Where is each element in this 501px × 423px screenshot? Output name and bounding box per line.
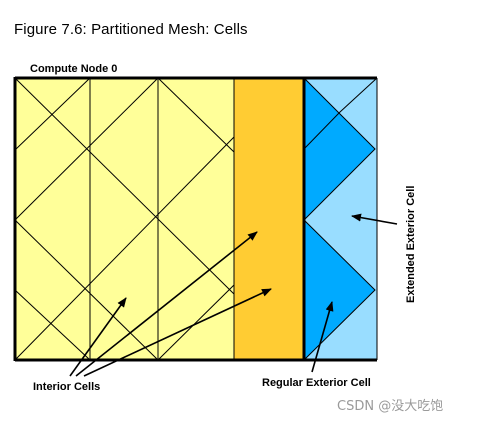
- regular-exterior-cell-label: Regular Exterior Cell: [262, 377, 371, 389]
- extended-exterior-arrow: [351, 213, 398, 225]
- extended-exterior-cell-dark-lower: [304, 220, 375, 360]
- extended-exterior-cell-label: Extended Exterior Cell: [405, 186, 417, 303]
- interior-cells-label: Interior Cells: [33, 381, 100, 393]
- mesh-lines: [14, 77, 378, 361]
- interior-arrows: [69, 231, 272, 377]
- interior-arrow-3: [83, 288, 272, 377]
- interior-arrow-1: [69, 297, 127, 377]
- interior-arrow-2: [75, 231, 258, 377]
- regular-exterior-region: [234, 78, 304, 360]
- watermark: CSDN @没大吃饱: [337, 398, 443, 414]
- regular-exterior-arrow: [311, 301, 334, 373]
- interior-region: [15, 78, 234, 360]
- compute-node-label: Compute Node 0: [30, 63, 117, 75]
- extended-exterior-cell-dark-upper: [304, 78, 375, 220]
- figure-title: Figure 7.6: Partitioned Mesh: Cells: [14, 21, 248, 38]
